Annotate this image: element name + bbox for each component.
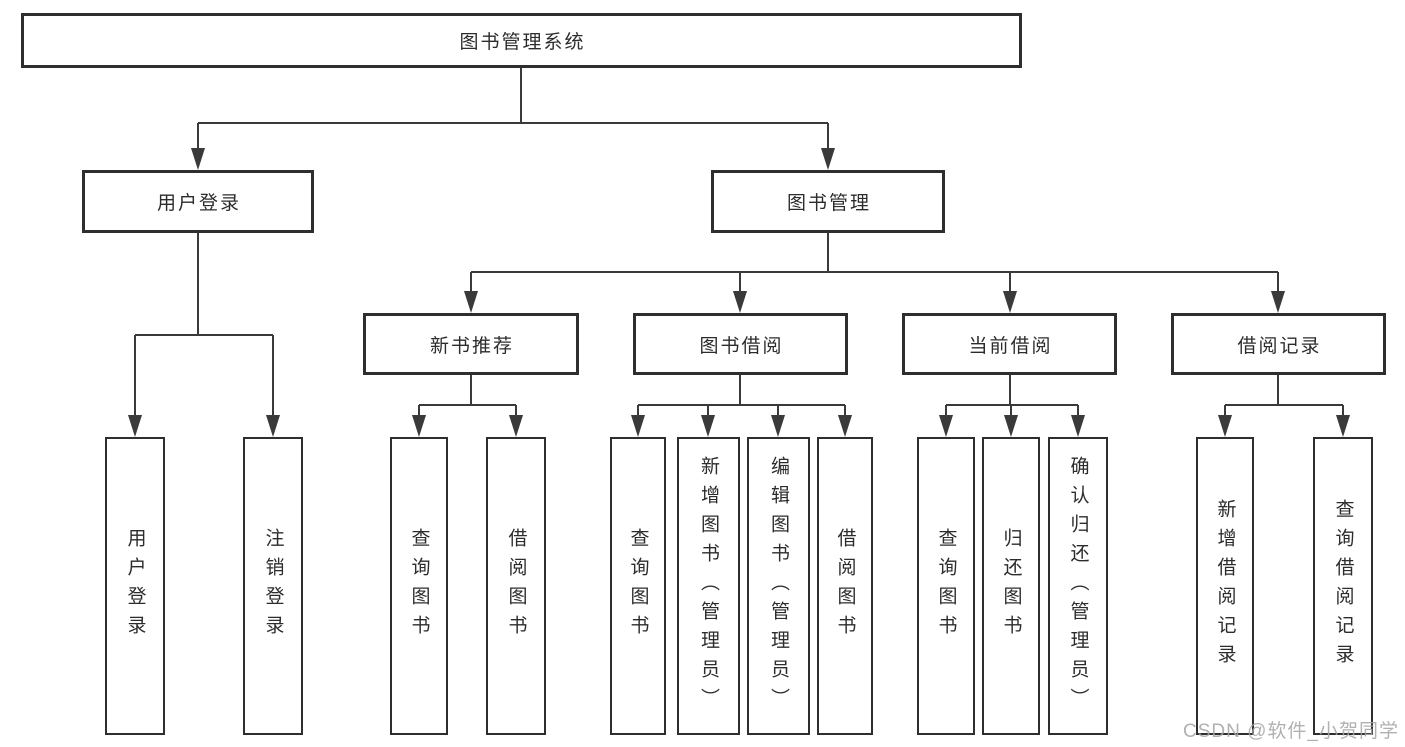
leaf-confirm-return-admin-label: 确认归还（管理员） xyxy=(1067,455,1089,717)
leaf-query-borrow-record: 查询借阅记录 xyxy=(1313,437,1373,735)
node-book-borrow: 图书借阅 xyxy=(633,313,848,375)
arrowhead xyxy=(771,415,785,437)
arrowhead xyxy=(733,291,747,313)
leaf-add-borrow-record: 新增借阅记录 xyxy=(1196,437,1254,735)
leaf-confirm-return-admin: 确认归还（管理员） xyxy=(1048,437,1108,735)
connector-bookmgmt-to-level2 xyxy=(470,233,1279,293)
arrowhead xyxy=(1004,415,1018,437)
leaf-borrow-books-recommend-label: 借阅图书 xyxy=(505,528,527,644)
node-library-system-label: 图书管理系统 xyxy=(459,32,586,53)
node-user-login-label: 用户登录 xyxy=(156,193,241,214)
leaf-borrow-books: 借阅图书 xyxy=(817,437,873,735)
leaf-return-books-label: 归还图书 xyxy=(1000,528,1022,644)
arrowhead xyxy=(1003,291,1017,313)
leaf-query-books-current-label: 查询图书 xyxy=(935,528,957,644)
leaf-borrow-books-recommend: 借阅图书 xyxy=(486,437,546,735)
connector-newbook-to-leaves xyxy=(418,375,517,417)
node-library-system: 图书管理系统 xyxy=(21,13,1022,68)
node-book-borrow-label: 图书借阅 xyxy=(699,335,784,357)
leaf-logout: 注销登录 xyxy=(243,437,303,735)
arrowhead xyxy=(838,415,852,437)
arrowhead xyxy=(1336,415,1350,437)
arrowhead xyxy=(821,148,835,170)
leaf-add-book-admin-label: 新增图书（管理员） xyxy=(698,455,719,717)
leaf-user-login: 用户登录 xyxy=(105,437,165,735)
leaf-add-book-admin: 新增图书（管理员） xyxy=(677,437,740,735)
leaf-query-borrow-record-label: 查询借阅记录 xyxy=(1332,499,1354,673)
arrowhead xyxy=(128,415,142,437)
node-book-management: 图书管理 xyxy=(711,170,945,233)
arrowhead xyxy=(191,148,205,170)
arrowhead xyxy=(1271,291,1285,313)
arrowhead xyxy=(266,415,280,437)
leaf-borrow-books-label: 借阅图书 xyxy=(834,528,856,644)
leaf-user-login-label: 用户登录 xyxy=(124,528,146,644)
node-borrow-records-label: 借阅记录 xyxy=(1237,335,1322,357)
arrowhead xyxy=(412,415,426,437)
leaf-edit-book-admin: 编辑图书（管理员） xyxy=(747,437,810,735)
arrowhead xyxy=(631,415,645,437)
watermark-text: CSDN @软件_小贺同学 xyxy=(1183,721,1399,742)
leaf-query-books-current: 查询图书 xyxy=(917,437,975,735)
leaf-query-books-borrow-label: 查询图书 xyxy=(627,528,649,644)
node-new-book-recommend-label: 新书推荐 xyxy=(429,335,514,357)
leaf-edit-book-admin-label: 编辑图书（管理员） xyxy=(768,455,789,717)
arrowhead xyxy=(939,415,953,437)
node-new-book-recommend: 新书推荐 xyxy=(363,313,579,375)
node-current-borrow: 当前借阅 xyxy=(902,313,1117,375)
leaf-return-books: 归还图书 xyxy=(982,437,1040,735)
connector-currentborrow-to-leaves xyxy=(945,375,1079,417)
node-borrow-records: 借阅记录 xyxy=(1171,313,1386,375)
connector-bookborrow-to-leaves xyxy=(637,375,846,417)
connector-borrowrecord-to-leaves xyxy=(1224,375,1344,417)
arrowheads xyxy=(128,148,1350,437)
arrowhead xyxy=(1071,415,1085,437)
leaf-query-books-recommend: 查询图书 xyxy=(390,437,448,735)
leaf-query-books-borrow: 查询图书 xyxy=(610,437,666,735)
leaf-query-books-recommend-label: 查询图书 xyxy=(408,528,430,644)
leaf-logout-label: 注销登录 xyxy=(262,528,284,644)
arrowhead xyxy=(464,291,478,313)
arrowhead xyxy=(1218,415,1232,437)
connector-userlogin-to-leaves xyxy=(134,233,274,417)
leaf-add-borrow-record-label: 新增借阅记录 xyxy=(1214,499,1236,673)
node-current-borrow-label: 当前借阅 xyxy=(968,335,1053,357)
connector-root-to-level1 xyxy=(197,68,829,150)
arrowhead xyxy=(701,415,715,437)
node-user-login: 用户登录 xyxy=(82,170,314,233)
arrowhead xyxy=(509,415,523,437)
node-book-management-label: 图书管理 xyxy=(786,193,871,214)
